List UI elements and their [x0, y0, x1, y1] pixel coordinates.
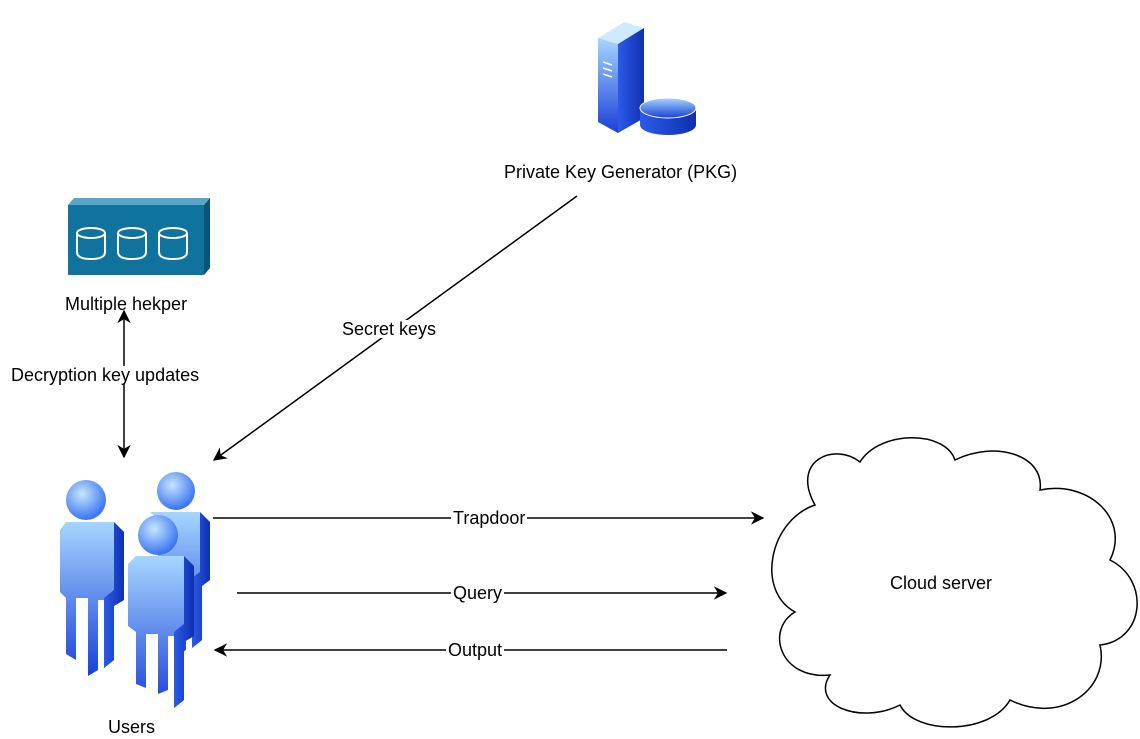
- cloud-label: Cloud server: [890, 573, 993, 593]
- query-label: Query: [451, 583, 505, 603]
- cloud-icon: [771, 437, 1138, 728]
- trapdoor-label: Trapdoor: [451, 508, 528, 528]
- helper-label: Multiple hekper: [65, 294, 188, 314]
- secret-keys-label: Secret keys: [340, 319, 439, 339]
- users-label: Users: [108, 717, 156, 737]
- user-figure-front: [128, 515, 194, 708]
- decryption-key-updates-label: Decryption key updates: [9, 365, 202, 385]
- user-figure-back-left: [60, 480, 124, 676]
- storage-array-icon: [68, 198, 210, 275]
- server-database-icon: [598, 22, 697, 135]
- output-label: Output: [446, 640, 505, 660]
- pkg-label: Private Key Generator (PKG): [504, 162, 738, 182]
- users-group-icon: [60, 472, 210, 708]
